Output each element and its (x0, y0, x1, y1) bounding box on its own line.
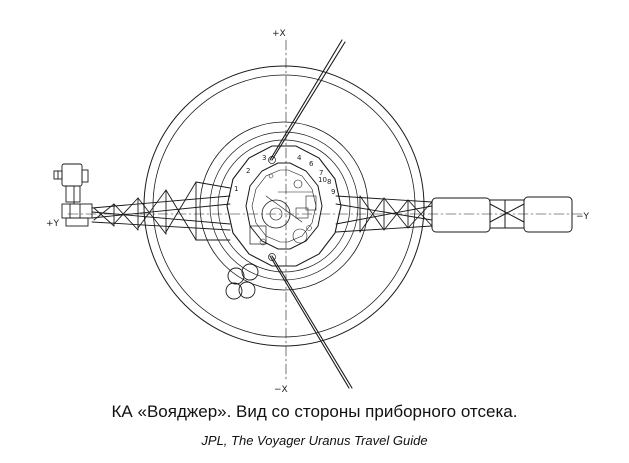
science-boom (91, 181, 231, 241)
figure-caption: КА «Вояджер». Вид со стороны приборного … (111, 402, 518, 421)
voyager-diagram: 1 2 3 4 6 7 8 9 10 (46, 29, 590, 395)
propellant-spheres (225, 263, 259, 300)
plasma-wave-antennas (268, 39, 353, 389)
axis-label-minus-x: −X (274, 385, 288, 395)
segment-number: 10 (318, 176, 327, 184)
axis-label-minus-y: −Y (576, 212, 590, 222)
segment-number: 3 (262, 154, 266, 162)
segment-number: 8 (327, 178, 331, 186)
segment-number: 2 (246, 167, 250, 175)
axis-lines (67, 39, 586, 381)
scan-platform (53, 163, 93, 227)
segment-number: 4 (297, 154, 302, 162)
spacecraft-bus (226, 145, 342, 267)
figure-credit: JPL, The Voyager Uranus Travel Guide (201, 433, 428, 448)
segment-number: 7 (319, 169, 323, 177)
rtg-units (431, 196, 573, 233)
axis-label-plus-y: +Y (46, 219, 60, 229)
axis-label-plus-x: +X (272, 29, 286, 39)
segment-number: 9 (331, 188, 335, 196)
high-gain-antenna (143, 65, 425, 347)
segment-number: 1 (234, 185, 238, 193)
segment-number: 6 (309, 160, 314, 168)
bus-segment-numbers: 1 2 3 4 6 7 8 9 10 (234, 154, 335, 196)
rtg-boom (335, 195, 433, 233)
